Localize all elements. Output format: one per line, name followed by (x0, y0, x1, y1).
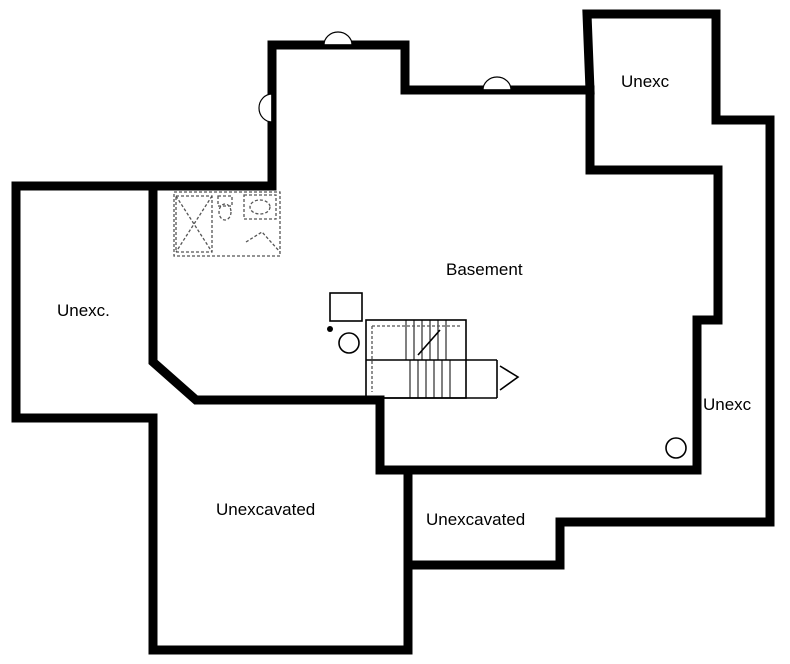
window-top-middle (482, 76, 512, 91)
label-unexc-left: Unexc. (57, 301, 110, 320)
sink-basin (249, 199, 271, 215)
basement-wall (148, 40, 723, 475)
sink-outline (243, 194, 277, 220)
label-basement: Basement (446, 260, 523, 279)
stairs (365, 319, 520, 399)
mechanical (327, 292, 687, 459)
unexc-top-right-wall (582, 9, 775, 125)
unexcavated-bottom-left-wall (148, 413, 413, 655)
label-unexc-right: Unexc (703, 395, 752, 414)
unexc-left-wall (11, 181, 158, 423)
toilet-bowl (218, 203, 232, 221)
window-top (323, 31, 353, 46)
bathroom-rough-in (173, 191, 281, 257)
stair-treads-upper (405, 320, 447, 360)
shower-outline (175, 195, 213, 253)
floor-drain-circle (665, 437, 687, 459)
window-left (258, 93, 273, 123)
unexcavated-bottom-right-wall (403, 115, 775, 570)
bath-door-swing (245, 231, 281, 253)
windows (258, 31, 512, 123)
room-labels: Basement Unexc. Unexc Unexc Unexcavated … (57, 72, 752, 529)
stair-arrow-icon (417, 329, 520, 391)
stair-treads-lower (409, 360, 451, 398)
walls (11, 9, 775, 655)
water-heater-circle (338, 332, 360, 354)
label-unexcavated-bottom-left: Unexcavated (216, 500, 315, 519)
label-unexc-top-right: Unexc (621, 72, 670, 91)
label-unexcavated-bottom-right: Unexcavated (426, 510, 525, 529)
utility-dot (327, 326, 333, 332)
toilet-tank (217, 195, 233, 207)
furnace-box (329, 292, 363, 322)
